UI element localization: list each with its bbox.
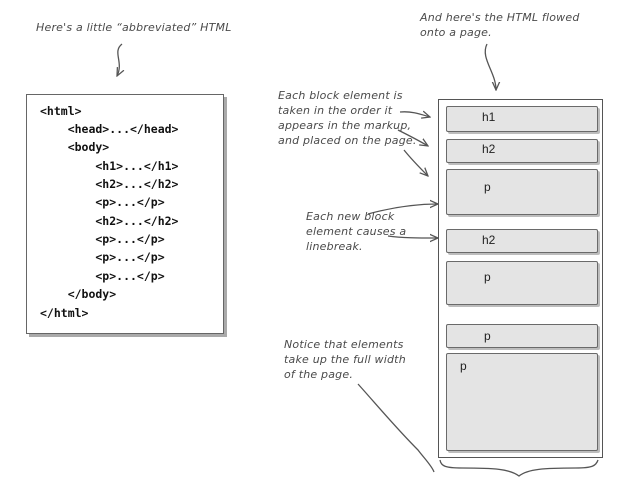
note-line: Each block element is [278,89,403,102]
note-full-width: Notice that elements take up the full wi… [284,337,406,382]
code-line: <h2>...</h2> [40,214,179,228]
block-h2 [446,229,598,253]
code-line: <p>...</p> [40,250,165,264]
code-line: <p>...</p> [40,269,165,283]
note-line: taken in the order it [278,104,393,117]
note-line: And here's the HTML flowed [420,11,580,24]
block-label: p [484,270,491,284]
note-abbreviated-html: Here's a little “abbreviated” HTML [36,20,232,35]
arrow-abbrev [117,43,122,76]
note-line: Each new block [306,210,395,223]
arrow-linebreak-2 [387,236,438,238]
block-label: h2 [482,233,496,247]
code-line: <h2>...</h2> [40,177,179,191]
note-line: take up the full width [284,353,406,366]
note-line: element causes a [306,225,407,238]
arrow-p [403,149,428,176]
note-line: onto a page. [420,26,492,39]
note-line: Notice that elements [284,338,404,351]
html-code-box [26,94,224,334]
arrow-flowed [484,43,496,90]
arrow-h1 [399,112,430,117]
note-linebreak: Each new block element causes a linebrea… [306,209,406,254]
block-h1 [446,106,598,132]
code-line: </html> [40,306,89,320]
code-line: <html> [40,104,82,118]
note-flowed-page: And here's the HTML flowed onto a page. [420,10,580,40]
block-p [446,261,598,305]
note-line: linebreak. [306,240,363,253]
block-p [446,169,598,215]
block-p [446,353,598,451]
code-line: <head>...</head> [40,122,179,136]
block-label: h2 [482,142,496,156]
code-line: <body> [40,140,110,154]
code-line: <p>...</p> [40,232,165,246]
code-line: </body> [40,287,117,301]
block-label: h1 [482,110,496,124]
arrow-full-width [357,383,435,473]
block-p [446,324,598,348]
note-line: appears in the markup, [278,119,412,132]
note-line: of the page. [284,368,354,381]
note-line: Here's a little “abbreviated” HTML [36,21,232,34]
block-h2 [446,139,598,163]
block-label: p [484,329,491,343]
block-label: p [484,180,491,194]
arrow-linebreak-1 [367,204,438,215]
arrow-h2 [397,129,428,146]
brace-bottom [439,459,599,477]
code-line: <p>...</p> [40,195,165,209]
block-label: p [460,359,467,373]
note-block-order: Each block element is taken in the order… [278,88,417,148]
note-line: and placed on the page. [278,134,417,147]
code-line: <h1>...</h1> [40,159,179,173]
